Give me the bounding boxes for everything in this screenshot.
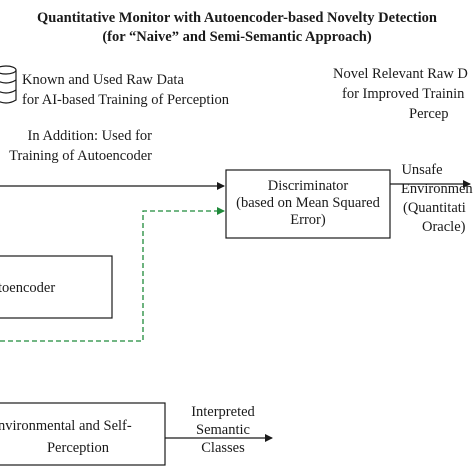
novel-data-label-line3: Percep (409, 106, 448, 122)
database-icon (0, 65, 17, 104)
raw-data-label-line1: Known and Used Raw Data (22, 72, 184, 88)
raw-data-label-line2: for AI-based Training of Perception (22, 92, 230, 108)
novel-data-label-line1: Novel Relevant Raw D (333, 66, 468, 82)
discriminator-label-line3: Error) (290, 212, 326, 228)
autoencoder-label: toencoder (0, 280, 55, 296)
dashed-arrow-autoencoder-to-discriminator (0, 207, 225, 342)
perception-label-line1: nvironmental and Self- (0, 418, 132, 434)
discriminator-box (225, 169, 391, 239)
semantic-label-line3: Classes (201, 440, 245, 456)
autoencoder-box (0, 255, 113, 319)
semantic-label-line1: Interpreted (191, 404, 255, 420)
unsafe-label-line2: Environmen (401, 181, 473, 197)
perception-label-line2: Perception (47, 440, 110, 456)
unsafe-label-line1: Unsafe (401, 162, 442, 178)
semantic-label-line2: Semantic (196, 422, 250, 438)
discriminator-label-line2: (based on Mean Squared (236, 195, 380, 211)
diagram-title: Quantitative Monitor with Autoencoder-ba… (37, 10, 437, 26)
novel-data-label-line2: for Improved Trainin (342, 86, 465, 102)
discriminator-label-line1: Discriminator (268, 178, 349, 194)
addition-label-line1: In Addition: Used for (28, 128, 153, 144)
unsafe-label-line3: (Quantitati (403, 200, 466, 216)
perception-box (0, 402, 166, 466)
unsafe-label-line4: Oracle) (422, 219, 466, 235)
diagram-subtitle: (for “Naive” and Semi-Semantic Approach) (102, 29, 371, 45)
addition-label-line2: Training of Autoencoder (9, 148, 152, 164)
